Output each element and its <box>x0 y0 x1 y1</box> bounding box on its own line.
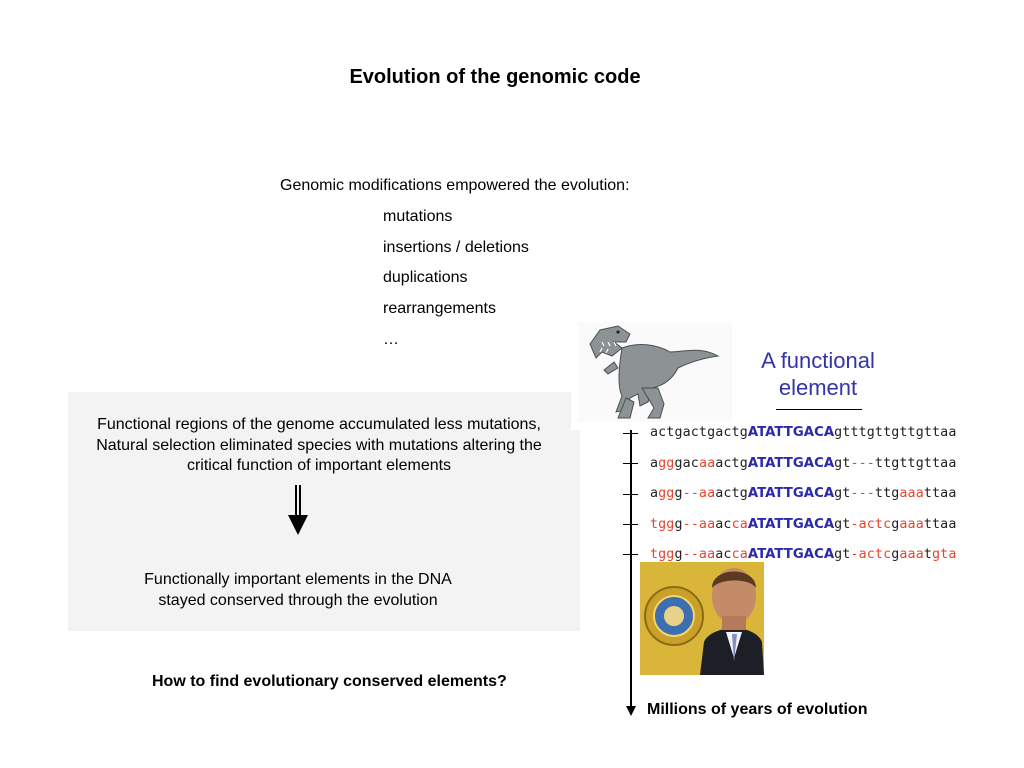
sequence-segment: g <box>674 547 683 562</box>
sequence-segment: actg <box>715 486 748 501</box>
sequence-segment: ttaa <box>923 517 957 532</box>
sequence-segment: ttaa <box>923 486 957 501</box>
sequence-segment: g <box>891 547 900 562</box>
functional-element-label: A functional element <box>738 347 898 401</box>
sequence-row: tggg--aaaccaATATTGACAgt-actcgaaatgta <box>650 547 956 562</box>
mutated-segment: -actc <box>850 547 892 562</box>
conserved-segment: ATATTGACA <box>747 547 835 562</box>
modifications-heading: Genomic modifications empowered the evol… <box>280 177 630 194</box>
timeline-tick <box>623 524 638 525</box>
mutated-segment: gg <box>658 456 675 471</box>
timeline-label: Millions of years of evolution <box>647 701 868 718</box>
summary-bottom-text: Functionally important elements in the D… <box>68 569 528 611</box>
slide-title: Evolution of the genomic code <box>349 66 641 88</box>
conserved-segment: ATATTGACA <box>747 425 835 440</box>
sequence-segment: gtttgttgttgttaa <box>834 425 957 440</box>
down-arrow-icon <box>288 485 308 535</box>
question-text: How to find evolutionary conserved eleme… <box>152 673 507 690</box>
summary-line: Functional regions of the genome accumul… <box>97 416 541 433</box>
mutated-segment: tgg <box>650 517 675 532</box>
mutated-segment: --aa <box>682 517 716 532</box>
summary-line: Functionally important elements in the D… <box>144 571 452 588</box>
modification-item: rearrangements <box>383 300 496 317</box>
mutated-segment: aaa <box>899 517 924 532</box>
summary-box <box>68 392 580 631</box>
sequence-segment: gac <box>674 456 699 471</box>
sequence-segment: g <box>891 517 900 532</box>
timeline-tick <box>623 463 638 464</box>
sequence-segment: g <box>674 517 683 532</box>
sequence-segment: g <box>674 486 683 501</box>
sequence-row: actgactgactgATATTGACAgtttgttgttgttaa <box>650 425 956 440</box>
summary-line: critical function of important elements <box>186 457 452 474</box>
sequence-row: aggg--aaactgATATTGACAgt---ttgaaattaa <box>650 486 956 501</box>
sequence-row: tggg--aaaccaATATTGACAgt-actcgaaattaa <box>650 517 956 532</box>
mutated-segment: --- <box>850 456 875 471</box>
sequence-segment: a <box>650 486 659 501</box>
sequence-segment: actg <box>715 456 748 471</box>
conserved-segment: ATATTGACA <box>747 517 835 532</box>
summary-top-text: Functional regions of the genome accumul… <box>68 415 570 477</box>
sequence-segment: a <box>650 456 659 471</box>
summary-line: Natural selection eliminated species wit… <box>96 436 542 454</box>
mutated-segment: -actc <box>850 517 892 532</box>
sequence-segment: ttgttgttaa <box>874 456 957 471</box>
sequence-segment: actgactgactg <box>650 425 748 440</box>
modification-item: duplications <box>383 269 468 286</box>
sequence-segment: t <box>923 547 933 562</box>
sequence-segment: ttg <box>874 486 900 501</box>
box-notch <box>571 392 580 430</box>
timeline-arrow-icon <box>626 706 636 716</box>
mutated-segment: ca <box>731 547 748 562</box>
label-line: A functional <box>761 348 875 373</box>
label-underline <box>776 409 862 410</box>
mutated-segment: --aa <box>682 547 716 562</box>
sequence-segment: gt <box>834 547 851 562</box>
sequence-segment: gt <box>834 486 851 501</box>
modification-item: insertions / deletions <box>383 239 529 256</box>
mutated-segment: --- <box>850 486 875 501</box>
sequence-segment: gt <box>834 517 851 532</box>
timeline-tick <box>623 554 638 555</box>
mutated-segment: aaa <box>899 486 924 501</box>
evolution-timeline <box>630 430 632 708</box>
dinosaur-image <box>578 322 732 422</box>
conserved-segment: ATATTGACA <box>747 486 835 501</box>
sequence-row: agggacaaactgATATTGACAgt---ttgttgttaa <box>650 456 956 471</box>
modification-item: mutations <box>383 208 453 225</box>
mutated-segment: aaa <box>899 547 924 562</box>
modification-item: … <box>383 331 399 348</box>
mutated-segment: --aa <box>682 486 716 501</box>
mutated-segment: ca <box>731 517 748 532</box>
timeline-tick <box>623 494 638 495</box>
timeline-tick <box>623 433 638 434</box>
sequence-segment: gt <box>834 456 851 471</box>
label-line: element <box>778 375 858 400</box>
mutated-segment: gg <box>658 486 675 501</box>
mutated-segment: aa <box>698 456 716 471</box>
conserved-segment: ATATTGACA <box>747 456 835 471</box>
sequence-segment: ac <box>715 517 732 532</box>
mutated-segment: gta <box>932 547 957 562</box>
mutated-segment: tgg <box>650 547 675 562</box>
sequence-segment: ac <box>715 547 732 562</box>
summary-line: stayed conserved through the evolution <box>158 592 438 609</box>
portrait-image <box>640 562 764 675</box>
